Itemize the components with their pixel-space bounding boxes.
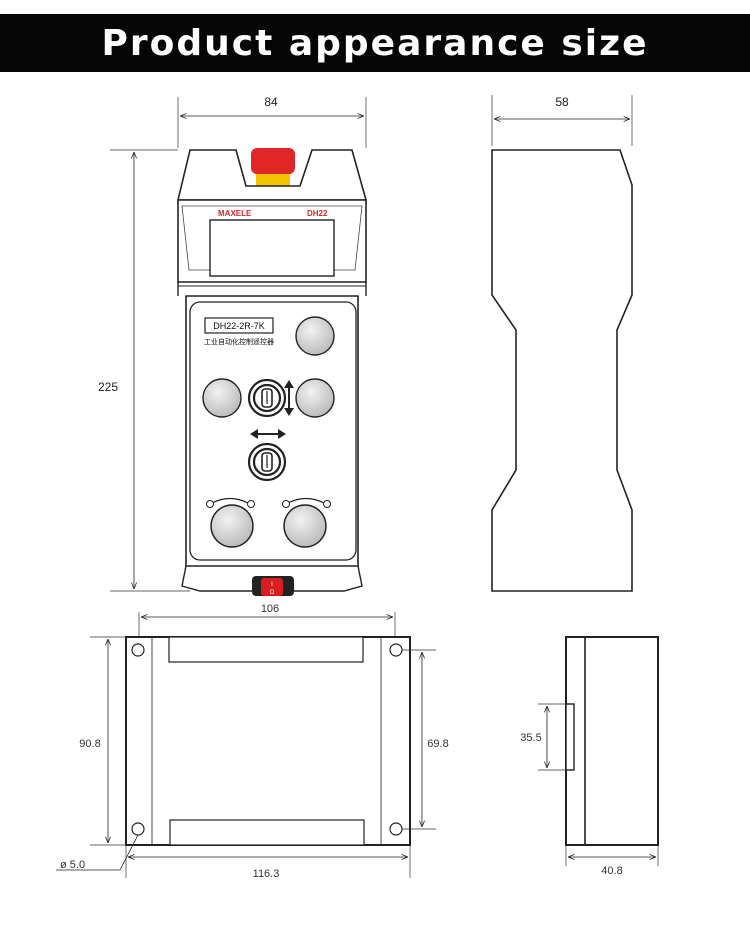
- terminal-slot-bottom: [169, 819, 365, 846]
- brand-logo: MAXELE: [218, 209, 252, 218]
- push-button-right: [295, 378, 335, 418]
- din-rail-clip: [565, 703, 575, 771]
- front-view: 84 225 MAXELE DH22 DH22-2R-7K 工业自动化控制遥控器: [98, 95, 368, 596]
- dim-height-225: 225: [98, 380, 118, 394]
- dim-hole-spacing-69-8: 69.8: [427, 738, 448, 750]
- lcd-display: [209, 219, 335, 277]
- rotary-switch-horizontal: [247, 442, 287, 482]
- mounting-hole-bottom-left: [131, 822, 145, 836]
- header-banner: Product appearance size: [0, 14, 750, 72]
- emergency-stop-button: [251, 148, 295, 174]
- model-subtitle: 工业自动化控制遥控器: [204, 337, 274, 346]
- push-button-bottom-left: [206, 497, 255, 548]
- side-profile: [491, 149, 633, 592]
- page-title: Product appearance size: [101, 22, 649, 64]
- din-base-outline: [125, 636, 411, 846]
- svg-text:O: O: [270, 590, 275, 596]
- top-housing: [176, 149, 368, 201]
- side-view: 58: [491, 95, 633, 592]
- mounting-hole-top-right: [389, 643, 403, 657]
- dim-depth-58: 58: [555, 95, 569, 109]
- rotary-switch-vertical: [247, 378, 287, 418]
- dim-height-90-8: 90.8: [79, 738, 100, 750]
- rail-view: 35.5 40.8: [520, 636, 659, 877]
- emergency-stop-collar: [256, 174, 290, 186]
- dim-width-84: 84: [264, 95, 278, 109]
- dim-rail-35-5: 35.5: [520, 732, 541, 744]
- dim-width-116-3: 116.3: [253, 868, 280, 880]
- model-short-label: DH22: [307, 209, 328, 218]
- mounting-hole-bottom-right: [389, 822, 403, 836]
- mounting-hole-top-left: [131, 643, 145, 657]
- hole-diameter-leader: [56, 834, 139, 871]
- push-button-bottom-right: [282, 497, 331, 548]
- dim-hole-diameter: ø 5.0: [60, 859, 85, 871]
- mounting-view: 106 90.8 69.8 116.3 ø 5.0: [56, 603, 449, 880]
- power-switch: [261, 578, 283, 596]
- push-button-left: [202, 378, 242, 418]
- push-button-top-right: [295, 316, 335, 356]
- dim-top-106: 106: [261, 603, 279, 615]
- dim-depth-40-8: 40.8: [601, 865, 622, 877]
- button-panel: [189, 301, 357, 561]
- rail-body-outline: [565, 636, 659, 846]
- arrow-leftright-icon: [250, 429, 286, 439]
- model-label: DH22-2R-7K: [213, 321, 265, 331]
- arrow-updown-icon: [284, 380, 294, 416]
- svg-text:I: I: [271, 582, 273, 588]
- terminal-slot-top: [168, 636, 364, 663]
